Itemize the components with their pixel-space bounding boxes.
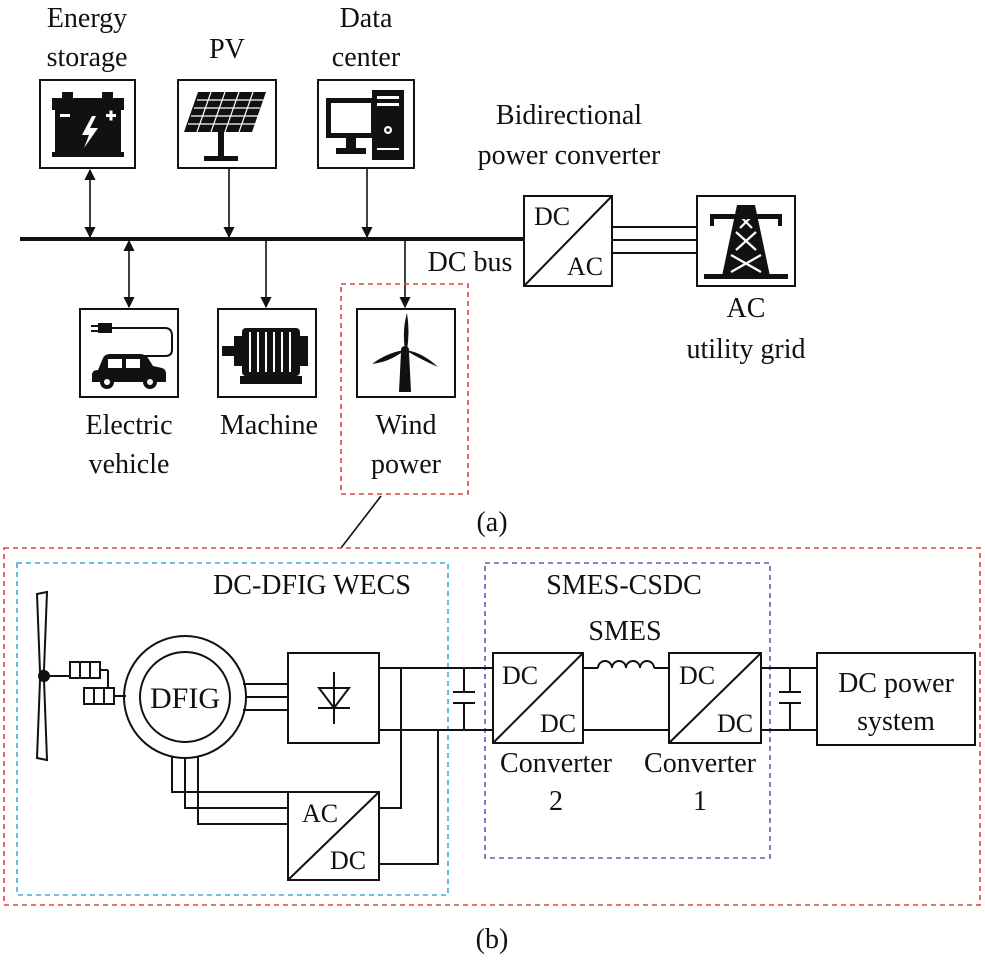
converter-title-line2: power converter <box>478 140 661 171</box>
rectifier-box <box>287 652 380 744</box>
output-capacitor-icon <box>779 668 801 730</box>
smes-group-frame <box>484 562 771 859</box>
machine-label: Machine <box>220 410 318 441</box>
converter-1-box: DC DC <box>668 652 762 744</box>
acdc-converter-box: AC DC <box>287 791 380 881</box>
energy-storage-box <box>39 79 136 169</box>
detail-frame <box>3 547 981 906</box>
dfig-machine: DFIG <box>123 635 247 759</box>
conv1-bottom-label: DC <box>717 709 753 738</box>
ac-three-phase-link <box>612 226 697 254</box>
converter-dc-label: DC <box>534 202 570 231</box>
electric-car-icon <box>91 323 173 389</box>
energy-storage-label-line2: storage <box>47 42 128 73</box>
dc-bus-label: DC bus <box>428 247 513 278</box>
data-center-label-line2: center <box>332 42 401 73</box>
machine-box <box>217 308 317 398</box>
wind-label-line1: Wind <box>375 410 436 441</box>
dc-system-label-line1: DC power <box>838 668 955 699</box>
wind-turbine-icon <box>372 313 438 392</box>
conv1-label-line2: 1 <box>693 786 707 817</box>
solar-panel-icon <box>184 91 266 161</box>
data-center-box <box>317 79 415 169</box>
conv1-label-line1: Converter <box>644 748 757 779</box>
zoom-connector-line <box>340 495 382 549</box>
part-a: Energy storage PV Data center Bidirectio… <box>20 3 806 549</box>
stator-link <box>243 683 288 711</box>
wind-highlight-frame <box>340 283 469 495</box>
pv-box <box>177 79 277 169</box>
wind-power-box <box>356 308 456 398</box>
acdc-dc-label: DC <box>330 846 366 875</box>
data-center-label-line1: Data <box>340 3 393 34</box>
converter-ac-label: AC <box>567 252 603 281</box>
capacitor-icon <box>453 668 475 730</box>
dfig-label: DFIG <box>150 682 220 715</box>
inductor-icon <box>583 660 669 731</box>
battery-icon <box>52 92 124 157</box>
conv2-top-label: DC <box>502 661 538 690</box>
converter-2-box: DC DC <box>492 652 584 744</box>
part-b: DC-DFIG WECS SMES-CSDC SMES DFIG <box>3 547 981 955</box>
wecs-title: DC-DFIG WECS <box>213 570 411 601</box>
grid-label-line1: AC <box>727 293 766 324</box>
smes-label: SMES <box>588 616 661 647</box>
turbine-blade-icon <box>35 590 70 762</box>
motor-icon <box>222 328 308 384</box>
caption-b: (b) <box>476 924 509 955</box>
dc-power-system-box: DC power system <box>816 652 976 746</box>
dc-system-label-line2: system <box>857 706 935 737</box>
energy-storage-label-line1: Energy <box>47 3 127 34</box>
computer-icon <box>326 90 404 160</box>
conv1-top-label: DC <box>679 661 715 690</box>
ev-label-line2: vehicle <box>89 449 170 480</box>
bidirectional-converter-box: DC AC <box>523 195 613 287</box>
pv-label: PV <box>209 34 245 65</box>
gearbox-icon <box>69 661 126 705</box>
conv2-label-line1: Converter <box>500 748 613 779</box>
ac-grid-box <box>696 195 796 287</box>
wind-label-line2: power <box>371 449 442 480</box>
acdc-ac-label: AC <box>302 799 338 828</box>
converter-title-line1: Bidirectional <box>496 100 642 131</box>
caption-a: (a) <box>476 507 507 538</box>
conv2-label-line2: 2 <box>549 786 563 817</box>
transmission-tower-icon <box>704 205 788 279</box>
grid-label-line2: utility grid <box>687 334 806 365</box>
conv2-bottom-label: DC <box>540 709 576 738</box>
diode-icon <box>317 672 351 724</box>
ev-box <box>79 308 179 398</box>
rotor-link <box>171 757 288 825</box>
ev-label-line1: Electric <box>85 410 172 441</box>
wecs-dc-wiring <box>379 667 493 865</box>
smes-group-title: SMES-CSDC <box>546 570 702 601</box>
